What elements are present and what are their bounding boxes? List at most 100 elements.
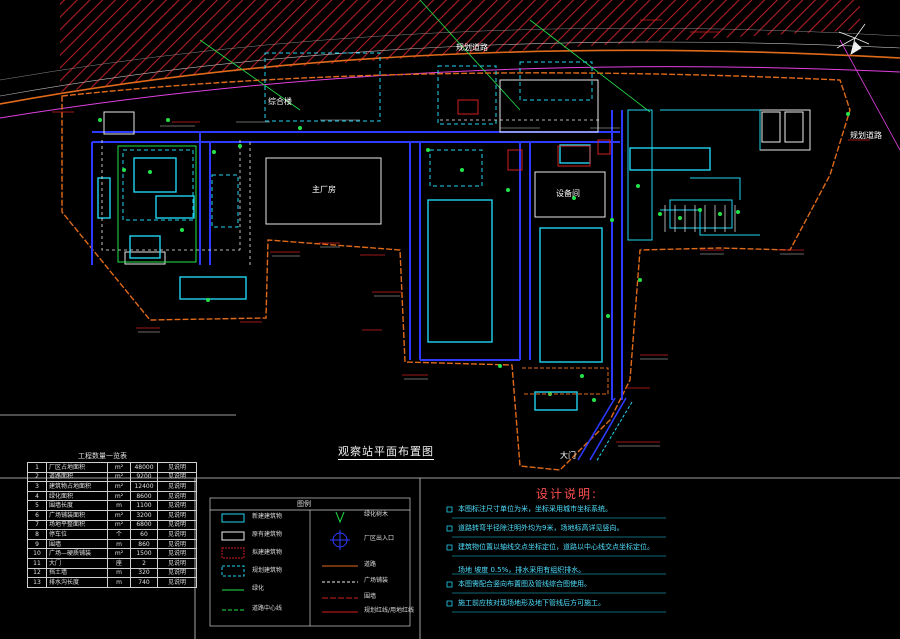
plan-title: 观察站平面布置图	[338, 445, 434, 460]
table-cell: 60	[130, 529, 158, 540]
north-road-label: 规划道路	[456, 43, 488, 52]
table-cell: 2	[27, 471, 47, 483]
table-cell: 广场铺装面积	[46, 509, 108, 521]
planning-line-magenta2	[839, 39, 900, 151]
red-buildings	[457, 99, 611, 171]
table-cell: 见说明	[157, 567, 197, 579]
table-cell: m²	[107, 462, 131, 473]
table-cell: 厂区占地面积	[46, 462, 108, 473]
table-cell: 13	[27, 577, 47, 588]
south-gate-label: 大门	[560, 451, 576, 460]
table-cell: 广场—硬质铺装	[46, 548, 108, 559]
notes-bullets	[446, 506, 666, 613]
table-cell: 见说明	[157, 471, 197, 483]
note-item: 施工前应核对现场地形及地下管线后方可施工。	[458, 599, 605, 607]
table-cell: m²	[107, 548, 131, 559]
west-annex	[117, 145, 197, 263]
trees	[98, 112, 850, 402]
south-court	[522, 367, 609, 395]
table-cell: 座	[107, 557, 131, 569]
planning-line-magenta	[0, 66, 900, 119]
legend-frame	[209, 497, 411, 627]
planning-line-white	[0, 41, 900, 97]
table-cell: m²	[107, 490, 131, 502]
table-cell: m²	[107, 481, 131, 492]
site-boundary	[61, 72, 851, 471]
table-cell: m²	[107, 509, 131, 521]
legend-item: 规划红线/用地红线	[364, 607, 415, 614]
table-cell: m	[107, 538, 131, 550]
table-cell: 见说明	[157, 490, 197, 502]
legend-item: 道路中心线	[252, 605, 283, 612]
table-cell: 6	[27, 509, 47, 521]
legend-item: 原有建筑物	[252, 531, 283, 538]
table-cell: 见说明	[157, 538, 197, 550]
planning-line-white2	[0, 27, 900, 81]
courtyard-label: 综合楼	[268, 97, 292, 106]
table-cell: 7	[27, 519, 47, 531]
table-cell: 10	[27, 548, 47, 559]
legend-item: 新建建筑物	[252, 513, 283, 520]
legend-item: 广场铺装	[364, 577, 389, 584]
legend-item: 规划建筑物	[252, 567, 283, 574]
table-cell: 停车位	[46, 529, 108, 540]
east-complex	[627, 109, 761, 241]
table-cell: 见说明	[157, 462, 197, 473]
table-cell: 8600	[130, 490, 158, 502]
table-cell: 大门	[46, 557, 108, 569]
note-item: 道路转弯半径除注明外均为9米，场地标高详见竖向。	[458, 524, 624, 532]
east-block-label: 设备间	[556, 189, 580, 198]
planned-buildings	[122, 52, 593, 228]
table-cell: 见说明	[157, 557, 197, 569]
north-arrow-icon	[836, 23, 870, 55]
legend-item: 围墙	[364, 593, 377, 600]
table-cell: 11	[27, 557, 47, 569]
table-cell: m	[107, 577, 131, 588]
notes-title: 设计说明:	[536, 487, 599, 501]
table-cell: 3	[27, 481, 47, 492]
table-cell: 见说明	[157, 577, 197, 588]
legend-item: 厂区出入口	[364, 535, 395, 542]
table-cell: 2	[130, 557, 158, 569]
planning-line-green2	[529, 19, 651, 113]
table-cell: 12	[27, 567, 47, 579]
table-cell: 建筑物占地面积	[46, 481, 108, 492]
table-cell: 3200	[130, 509, 158, 521]
table-cell: 见说明	[157, 500, 197, 511]
table-cell: 8	[27, 529, 47, 540]
table-cell: m	[107, 500, 131, 511]
sport-court	[761, 111, 804, 143]
table-cell: 见说明	[157, 481, 197, 492]
new-buildings	[97, 144, 711, 411]
project-table-title: 工程数量一览表	[78, 452, 127, 460]
table-cell: 绿化面积	[46, 490, 108, 502]
note-item: 建筑物位置以轴线交点坐标定位，道路以中心线交点坐标定位。	[458, 543, 654, 551]
note-item: 本图标注尺寸单位为米，坐标采用城市坐标系统。	[458, 505, 612, 513]
road-network	[91, 110, 623, 400]
table-cell: 1500	[130, 548, 158, 559]
table-cell: 1	[27, 462, 47, 473]
legend-item: 拟建建筑物	[252, 549, 283, 556]
table-cell: 排水沟长度	[46, 577, 108, 588]
table-cell: 320	[130, 567, 158, 579]
table-cell: 9	[27, 538, 47, 550]
legend-item: 道路	[364, 561, 377, 568]
table-cell: 挡土墙	[46, 567, 108, 579]
planning-line-green	[419, 0, 521, 111]
table-cell: 6800	[130, 519, 158, 531]
legend-title: 图例	[297, 500, 311, 508]
